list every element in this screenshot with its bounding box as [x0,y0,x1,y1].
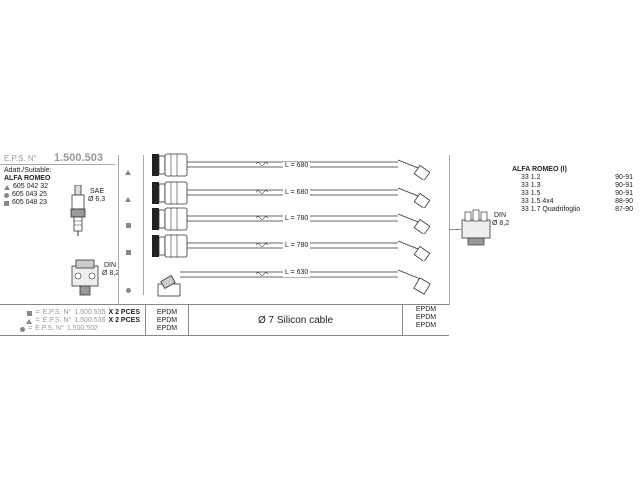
reference-table: = E.P.S. N° 1.500.535 X 2 PCES = E.P.S. … [0,304,449,336]
ignition-coil-icon [71,259,99,296]
divider-line [449,155,450,305]
table-divider [402,305,403,335]
square-icon [4,200,9,206]
circle-icon [126,280,131,298]
triangle-icon [26,318,33,324]
square-icon [126,215,131,233]
coil-standard: DIN [104,262,117,269]
table-divider [188,305,189,335]
distributor-cap-icon [461,209,491,246]
divider-line [118,155,119,305]
table-row: = E.P.S. N° 1.500.536 X 2 PCES [2,317,144,325]
cable-spec: Ø 7 Silicon cable [257,314,334,326]
table-left-material: EPDM EPDM EPDM [156,309,178,332]
header-rule [0,164,115,165]
square-icon [126,242,131,260]
lead-length: L = 680 [283,189,311,197]
triangle-icon [4,184,10,190]
circle-icon [20,326,25,332]
lead-length: L = 630 [283,269,311,277]
table-row: = E.P.S. N° 1.500.502 [2,325,144,333]
distributor-diameter: Ø 8,2 [492,220,510,227]
triangle-icon [125,189,131,207]
coil-diameter: Ø 8,2 [102,270,120,277]
divider-line [143,155,144,295]
circle-icon [4,192,9,198]
suitable-ref-list: 605 042 32 605 043 25 605 048 23 [4,183,48,207]
plug-diameter: Ø 6,3 [88,196,106,203]
suitable-brand: ALFA ROMEO [4,175,51,182]
applications-title: ALFA ROMEO (I) [512,166,567,173]
eps-label: E.P.S. N° [4,154,37,163]
table-row: = E.P.S. N° 1.500.535 X 2 PCES [2,309,144,317]
eps-number: 1.500.503 [54,152,103,164]
table-divider [145,305,146,335]
spark-plug-icon [70,185,86,236]
distributor-standard: DIN [494,212,507,219]
lead-length: L = 780 [283,215,311,223]
suitable-title: Adatt./Suitable: [4,167,52,174]
connector-line [449,229,461,230]
lead-length: L = 680 [283,162,311,170]
square-icon [27,310,33,316]
ignition-lead-3 [152,207,431,234]
lead-length: L = 780 [283,242,311,250]
suitable-ref: 605 043 25 [4,191,48,199]
suitable-ref: 605 048 23 [4,199,48,207]
table-eps-column: = E.P.S. N° 1.500.535 X 2 PCES = E.P.S. … [2,305,144,339]
plug-standard: SAE [90,188,105,195]
table-right-material: EPDM EPDM EPDM [415,306,437,329]
suitable-ref: 605 042 32 [4,183,48,191]
ignition-lead-2 [152,181,431,208]
ignition-lead-4 [152,234,431,261]
ignition-lead-5 [157,269,431,297]
triangle-icon [125,162,131,180]
